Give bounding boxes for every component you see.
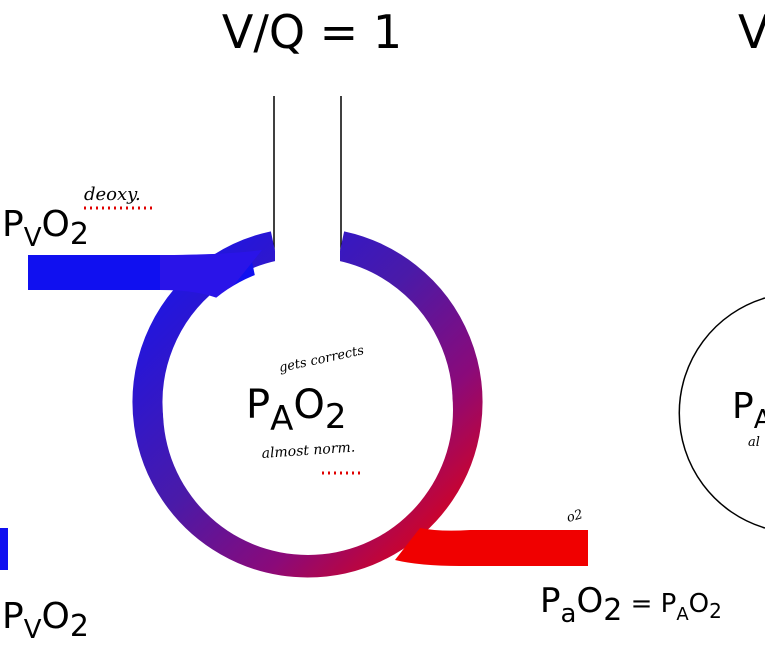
handwritten-almost-norm: almost norm. bbox=[261, 439, 356, 461]
alveolus-space bbox=[163, 265, 453, 555]
title-vq-1: V/Q = 1 bbox=[222, 5, 402, 59]
right-handwritten-partial: al bbox=[748, 435, 760, 450]
venous-junction bbox=[160, 250, 262, 300]
handwritten-o2: o2 bbox=[565, 507, 584, 526]
venous-po2-label-bottom: PVO2 bbox=[2, 596, 89, 645]
airway-tube bbox=[273, 96, 342, 250]
partial-venous-pipe-bottom bbox=[0, 528, 8, 570]
arterial-eq-label: PaO2 = PAO2 bbox=[540, 581, 722, 629]
capillary-ring bbox=[132, 231, 483, 578]
venous-po2-label-top: PVO2 bbox=[2, 204, 89, 253]
title-right-partial: V bbox=[738, 5, 765, 59]
arterial-outflow-pipe bbox=[395, 528, 588, 566]
handwritten-deoxy: deoxy. bbox=[84, 184, 141, 205]
right-alveolus-partial: PA al bbox=[678, 297, 765, 529]
alveolar-po2-label: PAO2 bbox=[246, 382, 347, 439]
svg-text:PA: PA bbox=[732, 386, 765, 435]
